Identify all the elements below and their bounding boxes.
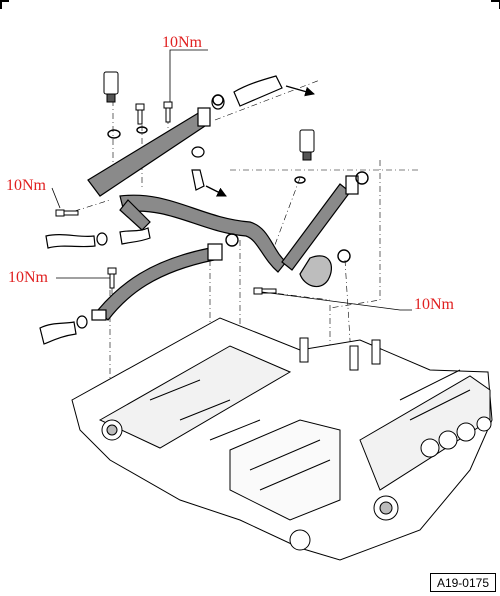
bolt-icon xyxy=(55,101,277,295)
callout-leaders xyxy=(51,49,412,311)
middle-elbow-hose xyxy=(191,146,205,191)
coolant-pipe-assembly xyxy=(87,107,359,321)
circlip-icon xyxy=(107,94,369,263)
figure-id-label: A19-0175 xyxy=(429,573,496,592)
direction-arrow-icon-2 xyxy=(205,185,227,197)
torque-callout-left-lower: 10Nm xyxy=(8,269,48,286)
crossover-pipe xyxy=(119,194,287,273)
flange-right xyxy=(299,255,332,288)
frame-corner-top-right xyxy=(491,0,500,2)
engine-block xyxy=(71,317,493,561)
torque-callout-top: 10Nm xyxy=(162,34,202,51)
hose-left-middle xyxy=(119,227,151,245)
pipe-branch-left xyxy=(119,199,151,231)
upper-hose xyxy=(211,75,283,110)
frame-corner-top-left xyxy=(0,0,9,2)
hose-left-upper xyxy=(45,233,96,249)
hose-left-lower xyxy=(39,321,77,345)
torque-callout-right: 10Nm xyxy=(414,296,454,313)
frame-corner-top-left-v xyxy=(0,0,2,9)
hose-group xyxy=(39,227,151,345)
torque-callout-left-upper: 10Nm xyxy=(6,177,46,194)
temperature-sender-icon xyxy=(103,71,315,161)
lower-left-pipe xyxy=(97,247,215,321)
direction-arrow-icon xyxy=(285,85,315,97)
frame-corner-top-right-v xyxy=(498,0,500,9)
upper-left-pipe xyxy=(87,111,209,197)
